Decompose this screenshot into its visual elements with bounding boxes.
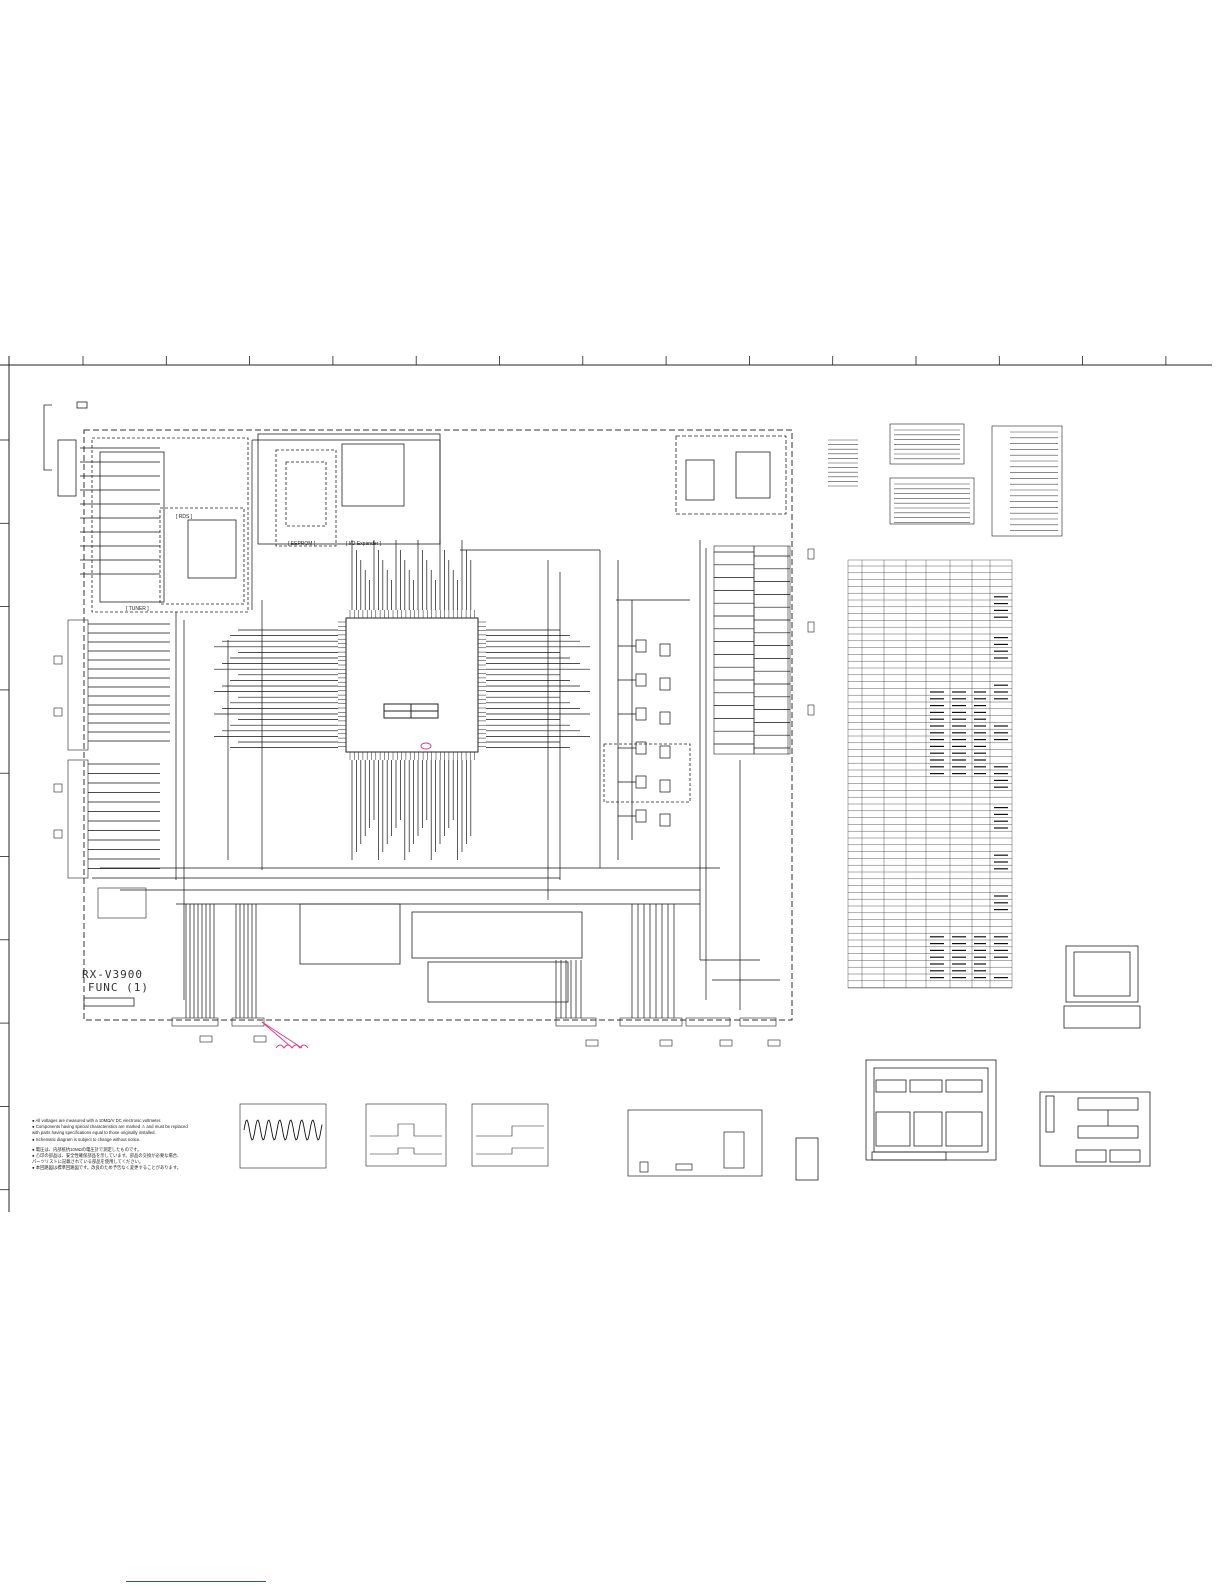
upper-center-blocks [257,433,441,547]
bottom-connectors [171,1017,781,1047]
ic-package-detail [1063,945,1141,1029]
note-line: ● All voltages are measured with a 10MΩ/… [32,1118,162,1123]
pink-annotation [261,742,432,1049]
pin-function-table [847,559,1013,989]
note-line: ● 本回路図は標準回路図です。改良のため予告なく変更することがあります。 [32,1165,182,1171]
main-cpu-chip [345,617,479,753]
waveform-panel-3 [471,1103,549,1167]
left-connector-bracket [43,401,88,497]
waveform-panel-2 [365,1103,447,1167]
power-sub-schematic [627,1109,763,1177]
note-line: with parts having specifications equal t… [32,1130,156,1136]
note-line: ● Components having special characterist… [32,1124,188,1130]
note-line: ● ⚠印の部品は、安全性確保部品を示しています。部品の交換が必要な場合、 [32,1153,182,1159]
rds-block-label: [ RDS ] [176,514,193,520]
note-line: パーツリストに記載されている部品を使用してください。 [32,1159,144,1165]
schematic-notes: ● All voltages are measured with a 10MΩ/… [32,1118,222,1172]
func-label: FUNC (1) [88,981,149,994]
sheet-frame [0,356,1212,1212]
wiring [80,439,790,1018]
tuner-block [91,437,249,613]
lower-amp-blocks [83,903,583,1007]
eeprom-block-label: [ EEPROM ] [288,541,316,547]
sheet-ruler [0,356,1167,1191]
small-table-1 [889,423,1063,537]
driver-transistor-column [603,560,691,860]
waveform-panel-1 [239,1103,327,1169]
block-diagram-chip [865,1059,997,1161]
legend-text-lines [828,429,1058,531]
note-line: ● 電圧は、内部抵抗10MΩの電圧計で測定したものです。 [32,1146,142,1152]
note-line: ● Schematic diagram is subject to change… [32,1136,141,1142]
left-connectors [53,619,147,919]
model-label: RX-V3900 [82,968,143,981]
tuner-block-label: [ TUNER ] [126,606,149,612]
dip-ic [795,1137,819,1181]
right-connector [713,545,815,755]
bottom-link-underline[interactable] [126,1581,266,1582]
main-board-outline [83,429,793,1021]
main-cpu-pins [338,610,486,760]
block-diagram-2 [1039,1091,1151,1167]
upper-right-subboard [675,435,787,515]
expander-block-label: [ I/O Expander ] [346,541,382,547]
